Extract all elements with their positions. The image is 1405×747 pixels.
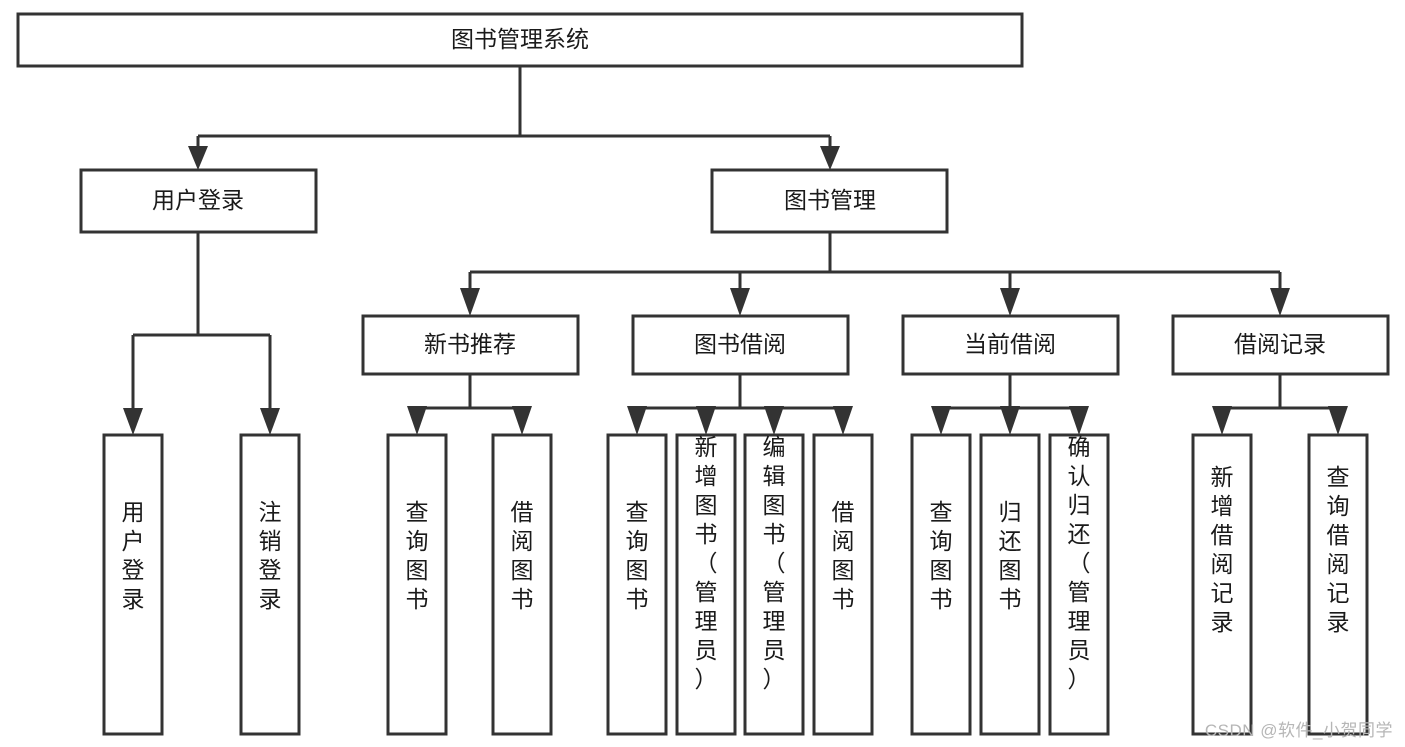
node-root-box[interactable] (16, 12, 1024, 68)
node-leaf-edit-book-box[interactable] (743, 433, 805, 736)
node-leaf-user-logout[interactable]: 注销登录 (239, 433, 301, 736)
node-leaf-query-book-2-label: 查询图书 (626, 499, 649, 612)
arrow-head-leaf-return-book (1000, 406, 1020, 435)
node-leaf-query-book-2-box[interactable] (606, 433, 668, 736)
connector-group-root (188, 66, 840, 170)
node-leaf-query-book-1[interactable]: 查询图书 (386, 433, 448, 736)
node-leaf-confirm-return-box[interactable] (1048, 433, 1110, 736)
node-borrow-record-label: 借阅记录 (1234, 331, 1326, 357)
arrow-head-leaf-query-record (1328, 406, 1348, 435)
node-book-manage-label: 图书管理 (784, 187, 876, 213)
arrow-head-leaf-query-book-2 (627, 406, 647, 435)
csdn-watermark: CSDN @软件_小贺同学 (1204, 721, 1393, 740)
node-book-manage-box[interactable] (710, 168, 949, 234)
node-leaf-add-book-box[interactable] (675, 433, 737, 736)
node-leaf-query-book-2[interactable]: 查询图书 (606, 433, 668, 736)
connector-group-book-manage (460, 232, 1290, 316)
node-leaf-add-record-box[interactable] (1191, 433, 1253, 736)
node-user-login[interactable]: 用户登录 (79, 168, 318, 234)
node-book-manage[interactable]: 图书管理 (710, 168, 949, 234)
node-new-book-rec-label: 新书推荐 (424, 331, 516, 357)
arrow-head-user-login (188, 146, 208, 170)
connector-group-user-login (123, 232, 280, 435)
node-leaf-return-book-label: 归还图书 (999, 499, 1022, 612)
node-leaf-borrow-book-2[interactable]: 借阅图书 (812, 433, 874, 736)
node-leaf-query-book-3-box[interactable] (910, 433, 972, 736)
arrow-head-leaf-borrow-book-2 (833, 406, 853, 435)
arrow-head-leaf-query-book-3 (931, 406, 951, 435)
node-leaf-borrow-book-2-label: 借阅图书 (832, 499, 855, 612)
node-leaf-return-book-box[interactable] (979, 433, 1041, 736)
node-book-borrow-label: 图书借阅 (694, 331, 786, 357)
node-leaf-return-book[interactable]: 归还图书 (979, 433, 1041, 736)
arrow-head-leaf-user-login (123, 408, 143, 435)
node-leaf-user-login-box[interactable] (102, 433, 164, 736)
node-leaf-borrow-book-1[interactable]: 借阅图书 (491, 433, 553, 736)
arrow-head-leaf-confirm-return (1069, 406, 1089, 435)
node-leaf-borrow-book-1-label: 借阅图书 (511, 499, 534, 612)
node-leaf-add-record-label: 新增借阅记录 (1211, 464, 1234, 635)
node-current-borrow-box[interactable] (901, 314, 1120, 376)
node-leaf-query-record-label: 查询借阅记录 (1327, 464, 1350, 635)
arrow-head-borrow-record (1270, 288, 1290, 316)
node-leaf-add-book[interactable]: 新增图书（管理员） (675, 433, 737, 736)
node-root-label: 图书管理系统 (451, 26, 589, 52)
node-leaf-query-book-3-label: 查询图书 (930, 499, 953, 612)
node-current-borrow[interactable]: 当前借阅 (901, 314, 1120, 376)
node-leaf-confirm-return-label: 确认归还（管理员） (1068, 434, 1091, 692)
node-leaf-user-login-label: 用户登录 (122, 499, 145, 612)
node-leaf-query-record[interactable]: 查询借阅记录 (1307, 433, 1369, 736)
node-leaf-add-book-label: 新增图书（管理员） (695, 434, 718, 692)
node-leaf-user-login[interactable]: 用户登录 (102, 433, 164, 736)
arrow-head-current-borrow (1000, 288, 1020, 316)
node-book-borrow-box[interactable] (631, 314, 850, 376)
node-borrow-record[interactable]: 借阅记录 (1171, 314, 1390, 376)
node-leaf-borrow-book-2-box[interactable] (812, 433, 874, 736)
node-leaf-confirm-return[interactable]: 确认归还（管理员） (1048, 433, 1110, 736)
connector-group-book-borrow (627, 374, 853, 435)
arrow-head-leaf-query-book-1 (407, 406, 427, 435)
node-leaf-borrow-book-1-box[interactable] (491, 433, 553, 736)
node-leaf-query-record-box[interactable] (1307, 433, 1369, 736)
connector-group-borrow-record (1212, 374, 1348, 435)
node-book-borrow[interactable]: 图书借阅 (631, 314, 850, 376)
arrow-head-leaf-borrow-book-1 (512, 406, 532, 435)
node-borrow-record-box[interactable] (1171, 314, 1390, 376)
node-leaf-add-record[interactable]: 新增借阅记录 (1191, 433, 1253, 736)
node-user-login-box[interactable] (79, 168, 318, 234)
node-leaf-query-book-3[interactable]: 查询图书 (910, 433, 972, 736)
node-user-login-label: 用户登录 (152, 187, 244, 213)
node-current-borrow-label: 当前借阅 (964, 331, 1056, 357)
arrow-head-leaf-add-record (1212, 406, 1232, 435)
connector-group-current-borrow (931, 374, 1089, 435)
node-leaf-query-book-1-box[interactable] (386, 433, 448, 736)
arrow-head-new-book-rec (460, 288, 480, 316)
arrow-head-leaf-edit-book (764, 406, 784, 435)
node-leaf-edit-book[interactable]: 编辑图书（管理员） (743, 433, 805, 736)
node-new-book-rec[interactable]: 新书推荐 (361, 314, 580, 376)
node-new-book-rec-box[interactable] (361, 314, 580, 376)
node-root[interactable]: 图书管理系统 (16, 12, 1024, 68)
node-leaf-edit-book-label: 编辑图书（管理员） (763, 434, 786, 692)
arrow-head-book-borrow (730, 288, 750, 316)
node-leaf-user-logout-label: 注销登录 (259, 499, 282, 612)
arrow-head-leaf-user-logout (260, 408, 280, 435)
node-leaf-query-book-1-label: 查询图书 (406, 499, 429, 612)
node-leaf-user-logout-box[interactable] (239, 433, 301, 736)
arrow-head-book-manage (820, 146, 840, 170)
connector-group-new-book-rec (407, 374, 532, 435)
arrow-head-leaf-add-book (696, 406, 716, 435)
